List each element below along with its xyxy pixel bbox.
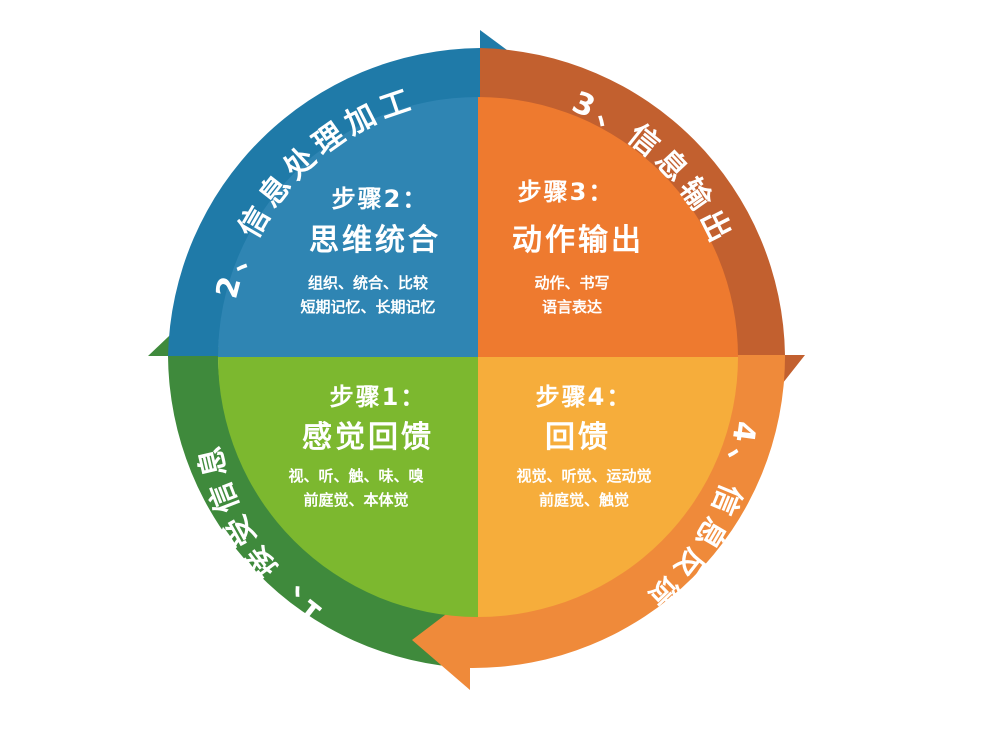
inner-circle <box>218 97 738 617</box>
ring-arc-feedback <box>412 355 786 690</box>
step-label: 步骤4： <box>536 383 633 411</box>
detail-line: 前庭觉、触觉 <box>539 491 629 509</box>
quadrant-top-left-text: 步骤2： 思维统合 组织、统合、比较 短期记忆、长期记忆 <box>300 185 441 316</box>
quadrant-bottom-left <box>218 357 478 617</box>
outer-ring <box>148 30 805 690</box>
quadrant-title: 感觉回馈 <box>302 420 434 455</box>
detail-line: 短期记忆、长期记忆 <box>300 298 435 316</box>
quadrant-bottom-left-text: 步骤1： 感觉回馈 视、听、触、味、嗅 前庭觉、本体觉 <box>288 383 434 509</box>
quadrant-bottom-right-text: 步骤4： 回馈 视觉、听觉、运动觉 前庭觉、触觉 <box>516 383 651 509</box>
step-label: 步骤2： <box>332 185 429 213</box>
quadrant-title: 回馈 <box>545 420 611 455</box>
detail-line: 语言表达 <box>542 298 602 316</box>
quadrant-bottom-right <box>478 357 738 617</box>
step-label: 步骤1： <box>330 383 427 411</box>
detail-line: 前庭觉、本体觉 <box>303 491 408 509</box>
step-label: 步骤3： <box>518 178 615 206</box>
quadrant-title: 思维统合 <box>309 223 441 258</box>
detail-line: 动作、书写 <box>534 274 609 292</box>
quadrant-top-right-text: 步骤3： 动作输出 动作、书写 语言表达 <box>512 178 644 316</box>
detail-line: 视、听、触、味、嗅 <box>288 467 424 485</box>
quadrant-top-right <box>478 97 738 357</box>
detail-line: 组织、统合、比较 <box>308 274 428 292</box>
quadrant-title: 动作输出 <box>512 223 644 258</box>
detail-line: 视觉、听觉、运动觉 <box>516 467 651 485</box>
quadrant-top-left <box>218 97 478 357</box>
